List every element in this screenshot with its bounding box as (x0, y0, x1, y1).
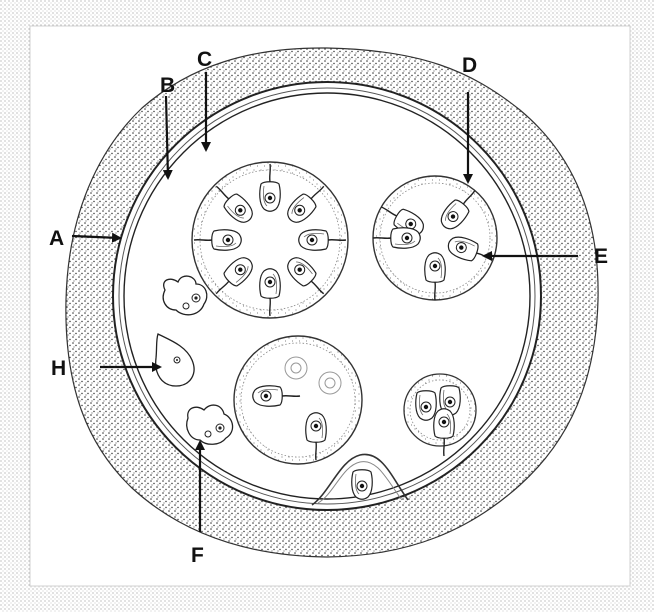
label-f: F (191, 544, 204, 567)
label-c: C (197, 48, 212, 71)
label-d: D (462, 54, 477, 77)
label-a: A (49, 227, 64, 250)
developing-cell (319, 372, 341, 394)
zooid-cell (416, 391, 436, 421)
label-b: B (160, 74, 175, 97)
zooid-cell (352, 470, 372, 500)
developing-cell (285, 357, 307, 379)
label-e: E (594, 245, 608, 268)
label-h: H (51, 357, 66, 380)
